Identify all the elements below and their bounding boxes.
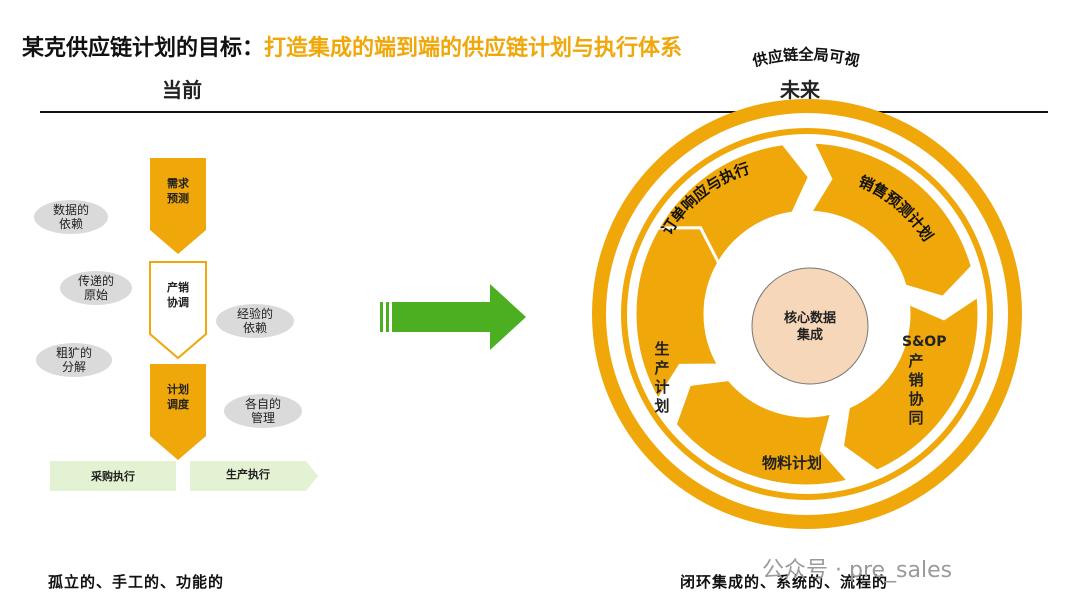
current-summary: 孤立的、手工的、功能的 xyxy=(48,573,225,591)
segment-material xyxy=(673,377,852,488)
transition-arrow-icon xyxy=(380,284,526,350)
segment-label-sop-name: 产销协同 xyxy=(908,352,924,427)
future-loop-diagram: 供应链全局可视 订单响应与执行 销售预测计划 xyxy=(592,45,1022,529)
segment-production xyxy=(633,226,722,403)
cycle-segments xyxy=(633,140,981,488)
page-title: 某克供应链计划的目标：打造集成的端到端的供应链计划与执行体系 xyxy=(22,30,682,62)
stage-label-sop: 产销 协调 xyxy=(167,281,189,309)
current-heading: 当前 xyxy=(162,78,202,102)
segment-label-production: 生产计划 xyxy=(654,340,670,415)
current-flow-diagram xyxy=(50,158,526,491)
cloud-experience-dependency: 经验的 依赖 xyxy=(216,304,294,338)
exec-purchase-shape xyxy=(50,461,176,491)
title-highlight: 打造集成的端到端的供应链计划与执行体系 xyxy=(264,36,683,61)
cloud-raw-transfer: 传递的 原始 xyxy=(60,271,132,305)
segment-label-material: 物料计划 xyxy=(761,454,822,472)
stage-label-scheduling: 计划 调度 xyxy=(167,383,189,411)
ring-label: 供应链全局可视 xyxy=(750,45,861,70)
segment-label-sop-code: S&OP xyxy=(902,334,947,350)
watermark: 公众号 · pre_sales xyxy=(762,558,953,583)
center-node xyxy=(751,267,869,385)
exec-production-label: 生产执行 xyxy=(226,468,270,481)
header-divider xyxy=(40,111,1048,113)
cloud-coarse-breakdown: 粗犷的 分解 xyxy=(36,343,112,377)
future-summary: 闭环集成的、系统的、流程的 xyxy=(680,573,889,591)
exec-purchase-label: 采购执行 xyxy=(91,470,135,483)
stage-label-demand-forecast: 需求 预测 xyxy=(167,177,189,205)
cloud-data-dependency: 数据的 依赖 xyxy=(34,200,108,234)
stage-scheduling-shape xyxy=(150,364,206,460)
cloud-separate-management: 各自的 管理 xyxy=(224,394,302,428)
stage-sop-shape xyxy=(149,261,207,360)
center-node-label: 核心数据 集成 xyxy=(783,311,836,343)
segment-sop xyxy=(840,293,981,473)
future-heading: 未来 xyxy=(780,78,820,102)
stage-demand-forecast-shape xyxy=(150,158,206,254)
title-prefix: 某克供应链计划的目标： xyxy=(22,36,265,61)
exec-production-shape xyxy=(190,461,318,491)
segment-sales xyxy=(807,140,975,300)
